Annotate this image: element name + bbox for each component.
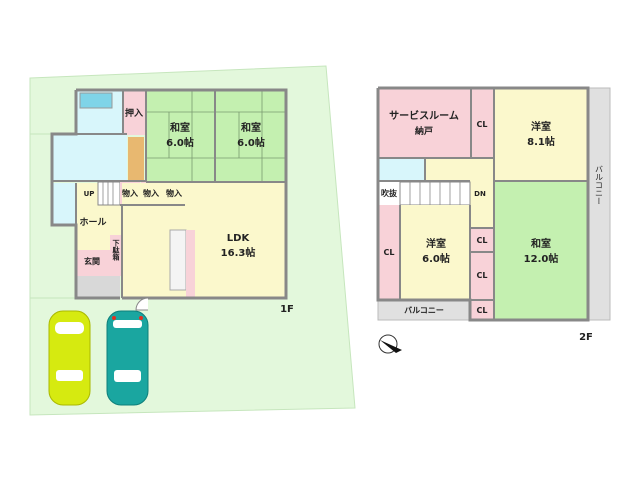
label-service-room: サービスルーム — [389, 109, 459, 122]
shoe-box — [110, 235, 121, 276]
closet-mid-1 — [470, 228, 494, 252]
label-youshitsu-6: 洋室 — [426, 237, 446, 250]
youshitsu-8 — [494, 88, 588, 180]
stairs-1f — [97, 181, 121, 206]
compass-icon — [378, 334, 402, 354]
label-washitsu-right-size: 6.0帖 — [237, 136, 265, 149]
floor-1: 押入 和室 6.0帖 和室 6.0帖 UP 物入 物入 物入 ホール 玄関 下駄… — [50, 88, 294, 315]
label-hall: ホール — [79, 217, 106, 228]
label-washitsu-right: 和室 — [240, 121, 261, 134]
atrium — [378, 182, 400, 204]
label-closet-bottom: CL — [477, 306, 488, 315]
label-youshitsu-8: 洋室 — [531, 120, 551, 133]
label-washitsu-left-size: 6.0帖 — [166, 136, 194, 149]
label-shoe-box: 下駄箱 — [112, 240, 121, 262]
label-up: UP — [84, 190, 95, 198]
closet-top — [471, 88, 494, 158]
car-yellow — [48, 310, 91, 406]
label-storage-1: 物入 — [122, 188, 138, 198]
toilet-1f — [52, 183, 76, 225]
toilet-2f — [378, 158, 425, 180]
label-storage-3: 物入 — [166, 188, 182, 198]
label-washitsu-12-size: 12.0帖 — [524, 252, 559, 265]
label-washitsu-12: 和室 — [530, 237, 551, 250]
floor-2: サービスルーム 納戸 CL 洋室 8.1帖 吹抜 DN CL 洋室 6.0帖 C… — [376, 86, 611, 343]
label-entrance: 玄関 — [84, 256, 100, 266]
youshitsu-6 — [400, 205, 470, 300]
kitchen-backsplash — [186, 230, 195, 298]
car-teal — [106, 310, 149, 406]
label-atrium: 吹抜 — [381, 188, 398, 198]
ldk-door-swing — [135, 297, 149, 311]
washitsu-12 — [494, 182, 588, 320]
label-youshitsu-8-size: 8.1帖 — [527, 135, 555, 148]
closet-bottom — [470, 300, 494, 320]
label-oshiire: 押入 — [125, 107, 143, 119]
ldk — [122, 183, 286, 298]
washroom — [52, 134, 127, 181]
closet-mid-2 — [470, 252, 494, 300]
label-storage-2: 物入 — [143, 188, 159, 198]
label-service-room-sub: 納戸 — [415, 125, 433, 137]
washitsu-right — [216, 90, 286, 182]
service-room — [378, 88, 471, 158]
label-closet-left: CL — [384, 248, 395, 257]
label-balcony-bottom: バルコニー — [404, 306, 444, 315]
label-closet-mid-1: CL — [477, 236, 488, 245]
label-washitsu-left: 和室 — [169, 121, 190, 134]
porch — [76, 276, 120, 298]
label-ldk: LDK — [227, 233, 251, 244]
entrance — [76, 250, 110, 276]
label-balcony-side: バルコニー — [595, 165, 604, 205]
floor-2-label: 2F — [579, 332, 593, 343]
corridor-wood — [128, 137, 144, 180]
closet-left — [378, 205, 400, 300]
label-dn: DN — [474, 190, 486, 198]
floor-1-label: 1F — [280, 304, 294, 315]
stairs-2f — [399, 181, 471, 206]
washitsu-left — [146, 90, 215, 182]
label-youshitsu-6-size: 6.0帖 — [422, 252, 450, 265]
kitchen-counter — [169, 229, 187, 291]
label-ldk-size: 16.3帖 — [221, 246, 256, 259]
label-closet-top: CL — [477, 120, 488, 129]
bathtub — [79, 92, 113, 109]
label-closet-mid-2: CL — [477, 271, 488, 280]
oshiire — [123, 90, 146, 135]
